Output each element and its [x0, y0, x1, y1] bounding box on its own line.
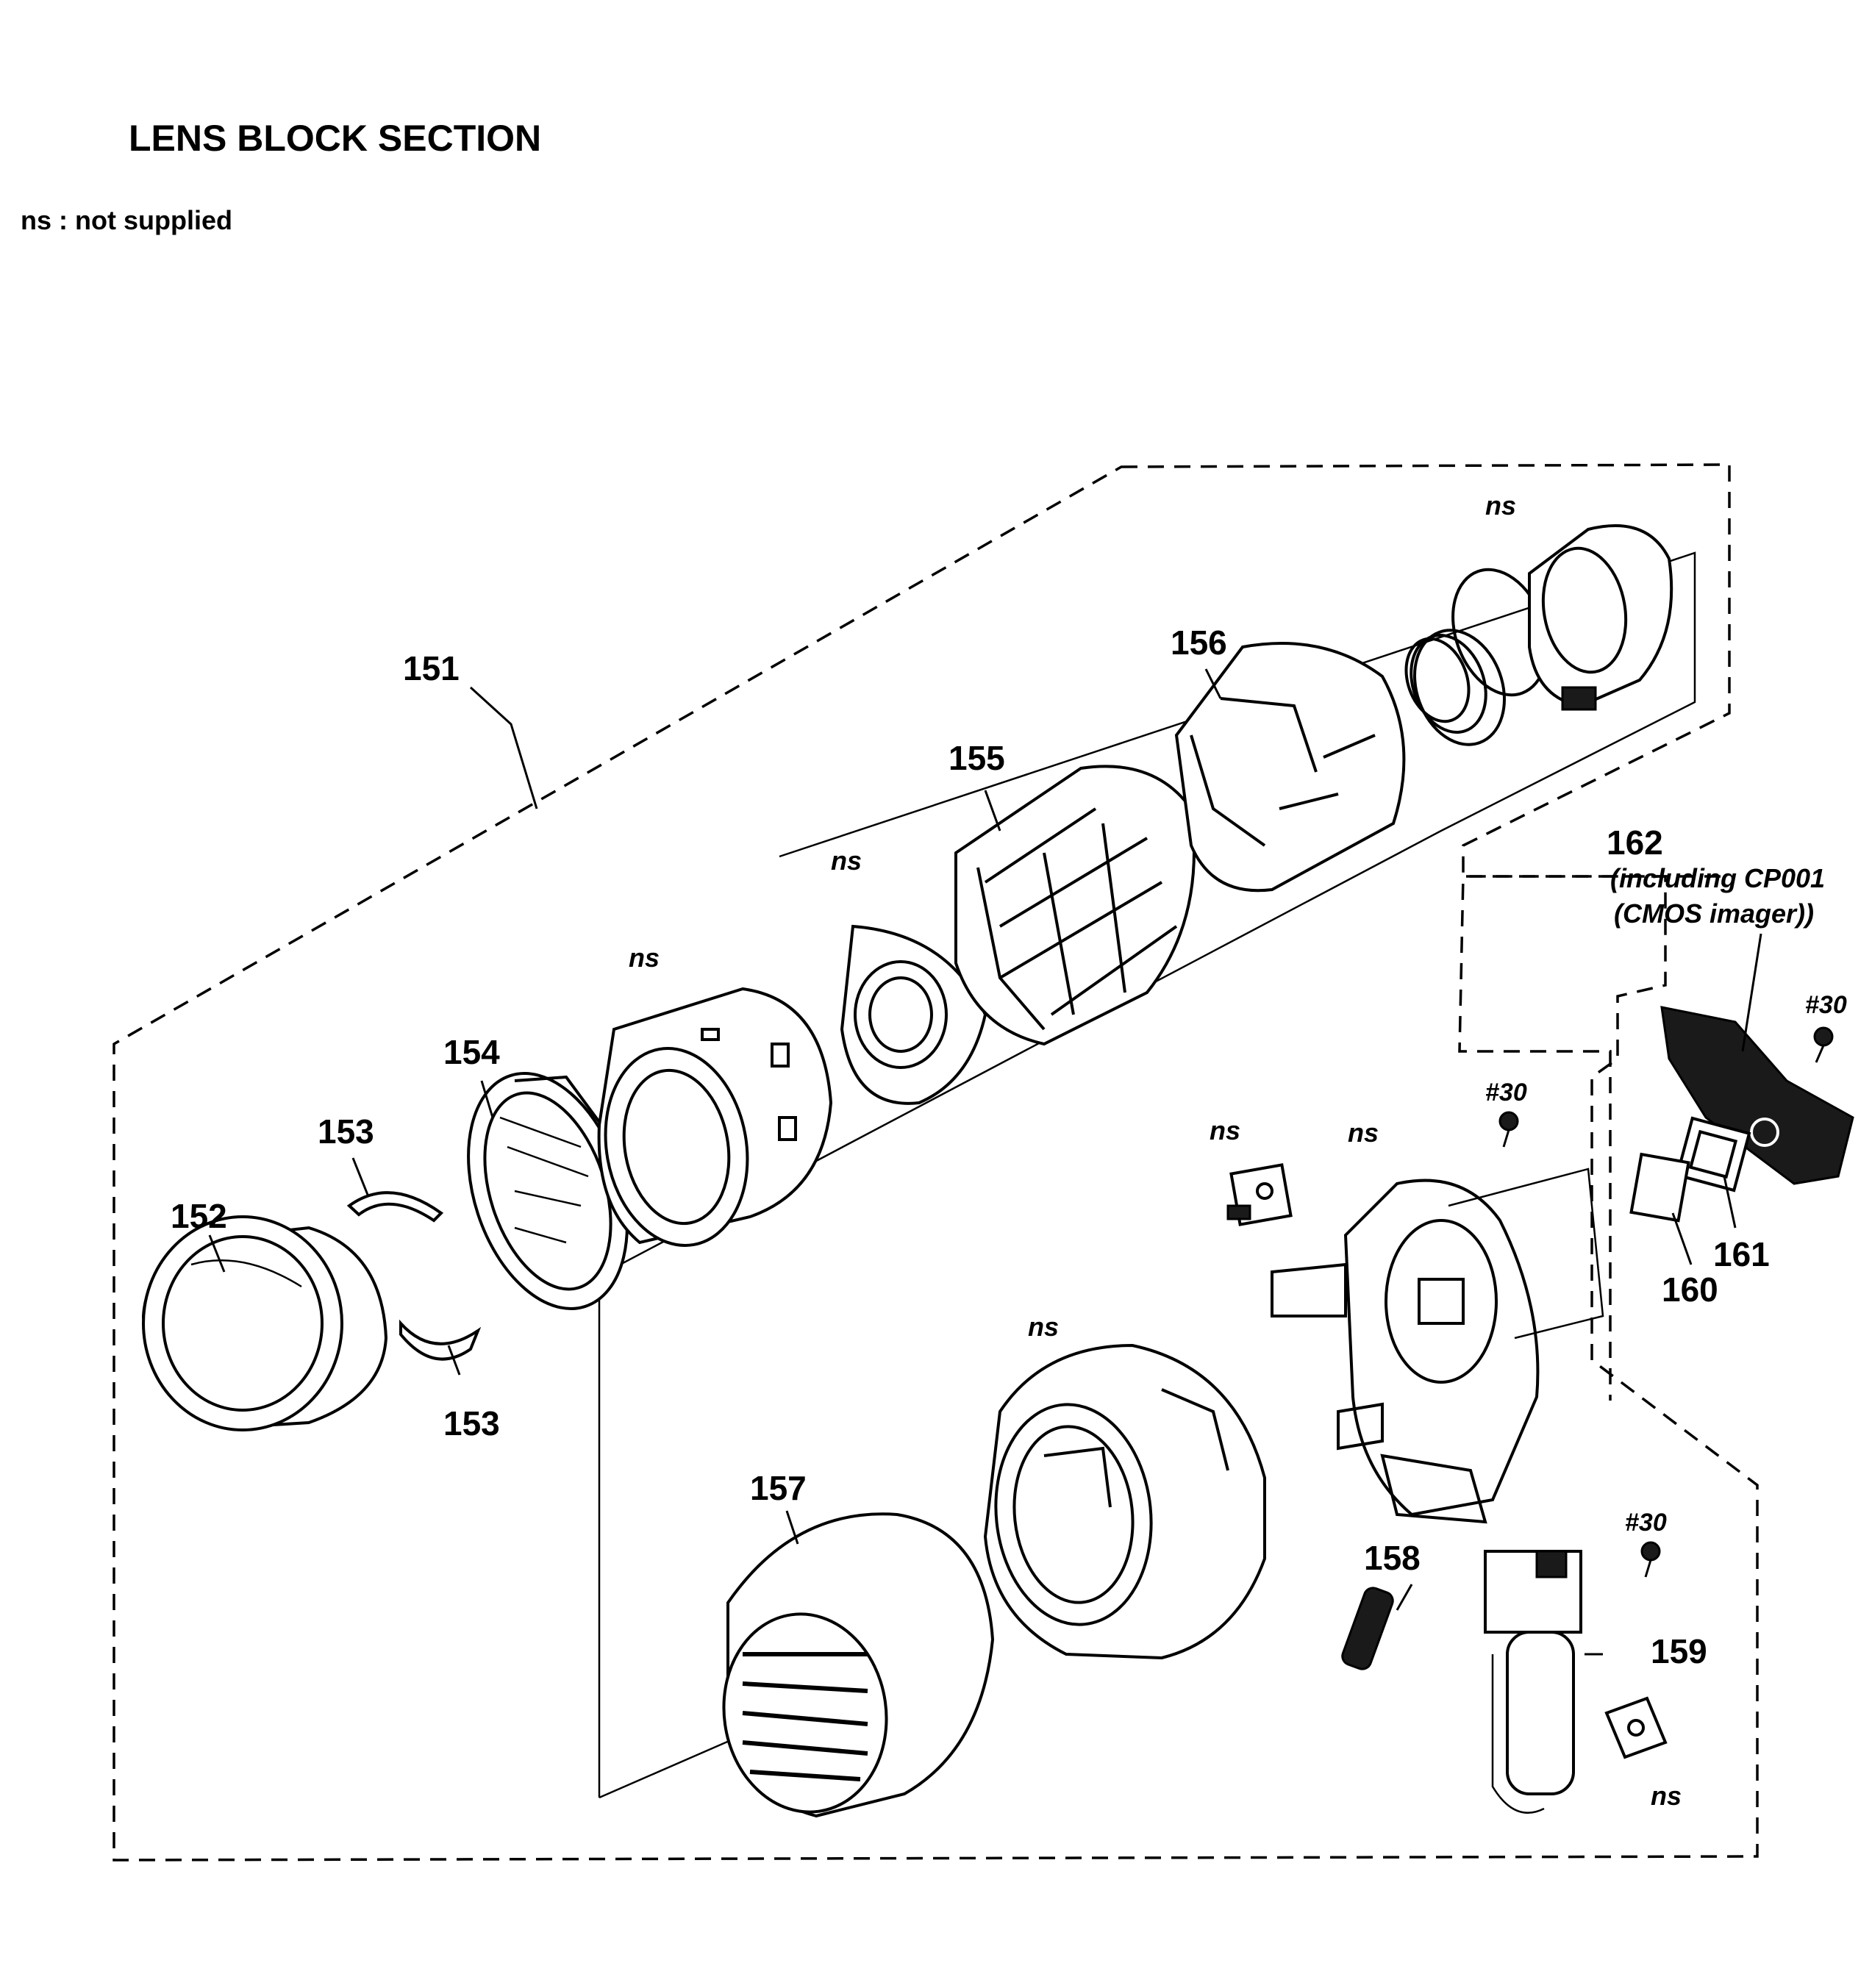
- part-161-gasket-inner: [1688, 1129, 1738, 1179]
- label-153-upper: 153: [318, 1112, 374, 1151]
- leader-156: [1204, 668, 1222, 699]
- part-middle-housing-ns: [983, 1343, 1266, 1660]
- part-156-housing: [1174, 642, 1406, 893]
- part-lens-element-ns: [840, 924, 987, 1105]
- leader-153-lower: [447, 1345, 461, 1376]
- label-ns-pcb: ns: [1210, 1115, 1240, 1145]
- label-ns-base: ns: [1348, 1118, 1379, 1148]
- lens-block-boundary: [112, 463, 1759, 1862]
- label-154: 154: [443, 1033, 500, 1071]
- part-153-upper-clip: [346, 1191, 444, 1223]
- part-159-motor: [1484, 1550, 1582, 1814]
- label-ns-rear-lens: ns: [1485, 490, 1516, 521]
- label-157: 157: [750, 1469, 807, 1507]
- not-supplied-note: ns : not supplied: [21, 205, 232, 235]
- leader-151: [469, 686, 538, 809]
- label-153-lower: 153: [443, 1404, 500, 1442]
- leader-153-upper: [351, 1157, 369, 1195]
- label-ns-bracket: ns: [1651, 1781, 1682, 1811]
- label-ns-middle-housing: ns: [1028, 1312, 1059, 1342]
- part-158-spring: [1341, 1587, 1394, 1670]
- imager-group-boundary: [1458, 875, 1721, 1401]
- leader-154: [480, 1080, 494, 1118]
- part-157-rear-ring: [722, 1512, 995, 1818]
- label-158: 158: [1364, 1539, 1421, 1577]
- label-ns-lens-element: ns: [831, 845, 862, 876]
- label-160: 160: [1662, 1270, 1718, 1309]
- leader-160: [1671, 1212, 1693, 1265]
- label-screw-30-imager: #30: [1805, 991, 1847, 1019]
- screw-30-base: [1498, 1111, 1519, 1148]
- label-155: 155: [948, 739, 1005, 777]
- label-151: 151: [403, 649, 460, 687]
- part-rear-lens-unit-ns: [1528, 524, 1673, 711]
- leader-158: [1396, 1584, 1413, 1611]
- part-162-imager-board: [1660, 1006, 1854, 1185]
- part-bracket-ns: [1604, 1696, 1668, 1759]
- section-title: LENS BLOCK SECTION: [129, 118, 541, 159]
- label-156: 156: [1171, 623, 1227, 662]
- part-155-lens-frame: [954, 765, 1196, 1046]
- part-152-front-ring: [141, 1215, 388, 1431]
- part-153-lower-clip: [399, 1319, 482, 1361]
- screw-30-motor: [1640, 1541, 1661, 1578]
- part-160-filter: [1629, 1152, 1690, 1223]
- label-159: 159: [1651, 1632, 1707, 1670]
- part-161-gasket: [1675, 1116, 1751, 1193]
- leader-152: [208, 1234, 226, 1273]
- part-base-block-ns: [1271, 1168, 1604, 1524]
- label-screw-30-motor: #30: [1625, 1509, 1667, 1537]
- screw-30-imager: [1813, 1026, 1834, 1063]
- leader-161: [1723, 1176, 1737, 1229]
- part-small-pcb-ns: [1226, 1163, 1293, 1226]
- label-162-cmos: (CMOS imager)): [1614, 898, 1814, 929]
- label-162-including: (including CP001: [1610, 863, 1825, 893]
- leader-155: [984, 790, 1001, 832]
- leader-162: [1741, 933, 1762, 1052]
- label-161: 161: [1713, 1235, 1770, 1273]
- label-ns-barrel: ns: [629, 943, 660, 973]
- label-152: 152: [171, 1197, 227, 1235]
- part-lens-barrel-ns: [597, 987, 833, 1247]
- label-screw-30-base: #30: [1485, 1079, 1527, 1106]
- label-162: 162: [1607, 823, 1663, 862]
- leader-157: [785, 1510, 799, 1545]
